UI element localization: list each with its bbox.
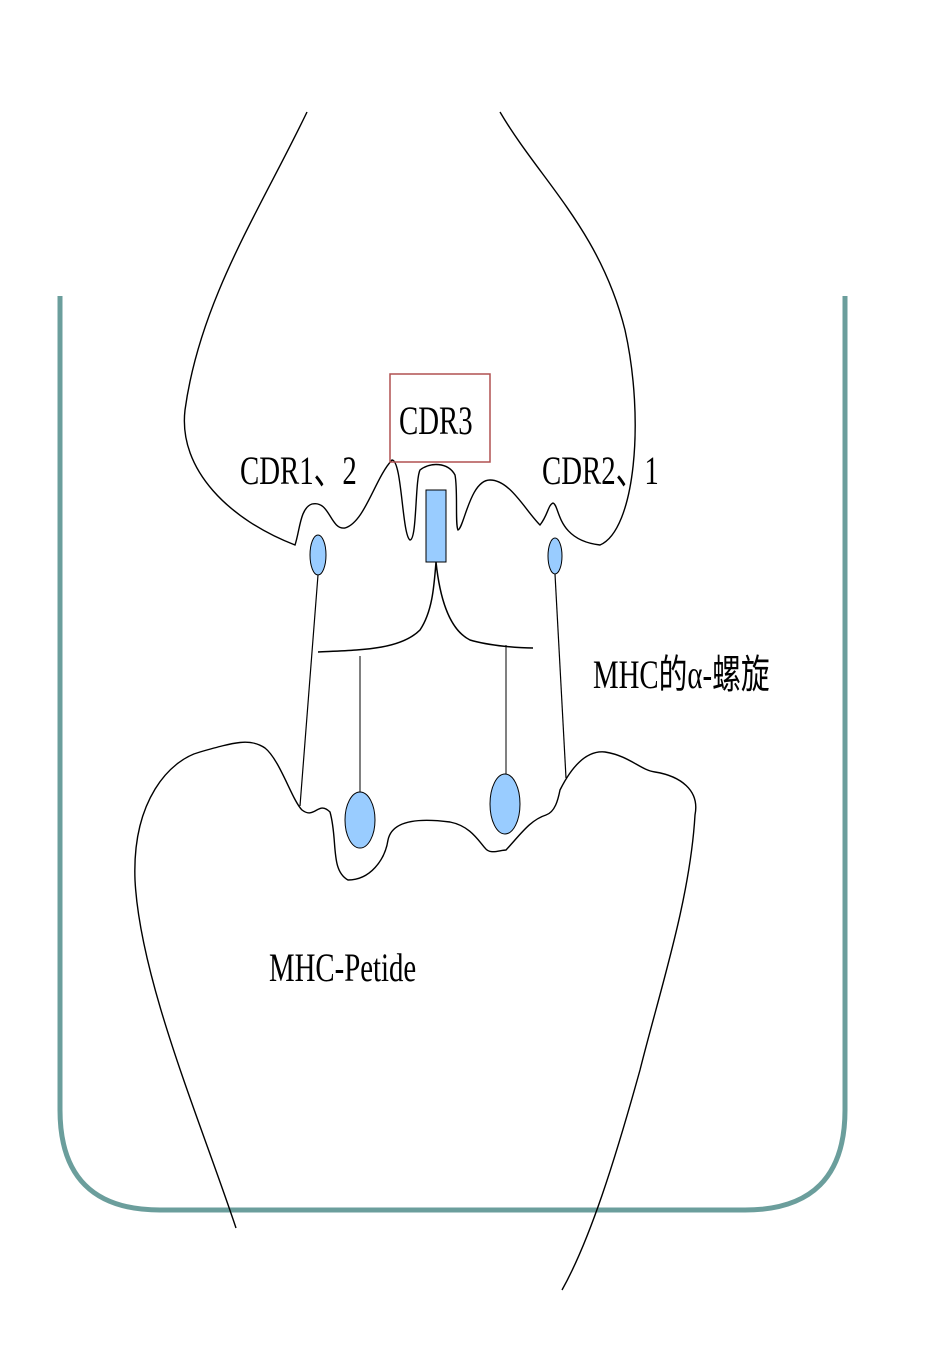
cdr3-label: CDR3 xyxy=(399,398,473,443)
cdr2-1-label: CDR2、1 xyxy=(542,448,659,493)
tcr-outline xyxy=(183,111,636,546)
cdr2-contact-dot xyxy=(547,537,563,575)
cdr1-contact-dot xyxy=(309,534,327,576)
slide-frame-visible xyxy=(57,296,848,1213)
mhc-peptide-label: MHC-Petide xyxy=(269,945,417,990)
mhc-outline xyxy=(134,741,697,1291)
mhc-left-residue-dot xyxy=(344,791,376,849)
mhc-right-residue-dot xyxy=(489,773,521,835)
cdr3-label-box xyxy=(389,373,491,463)
cdr3-contact-rect xyxy=(425,489,447,563)
cdr3-peptide-curve xyxy=(317,561,534,653)
mhc-alpha-helix-label: MHC的α-螺旋 xyxy=(593,652,770,697)
cdr2-to-mhc-line xyxy=(554,573,567,779)
cdr1-2-label: CDR1、2 xyxy=(240,448,357,493)
cdr1-to-mhc-line xyxy=(299,574,319,807)
